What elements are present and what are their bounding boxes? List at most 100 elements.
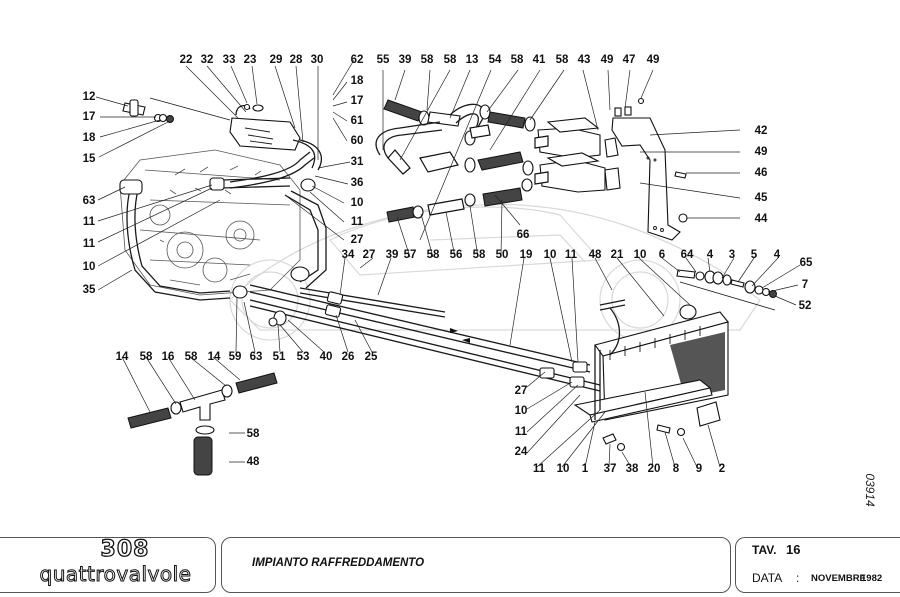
callout-30: 30 — [310, 54, 324, 66]
date-label: DATA — [752, 571, 783, 585]
callout-32: 32 — [200, 54, 214, 66]
callout-12: 12 — [82, 91, 96, 103]
heater-hoses-top — [375, 99, 536, 176]
callout-17: 17 — [350, 95, 364, 107]
callout-63: 63 — [249, 351, 263, 363]
callout-45: 45 — [754, 192, 768, 204]
callout-51: 51 — [272, 351, 286, 363]
leader-lines — [95, 59, 801, 468]
callout-10: 10 — [556, 463, 570, 475]
callout-2: 2 — [718, 463, 726, 475]
callout-62: 62 — [350, 54, 364, 66]
callout-27: 27 — [350, 234, 364, 246]
tav-label: TAV. — [752, 543, 777, 557]
callout-33: 33 — [222, 54, 236, 66]
small-fittings-center-left — [268, 310, 287, 327]
callout-58: 58 — [246, 428, 260, 440]
callout-60: 60 — [350, 135, 364, 147]
callout-48: 48 — [588, 249, 602, 261]
callout-55: 55 — [376, 54, 390, 66]
callout-43: 43 — [577, 54, 591, 66]
callout-10: 10 — [543, 249, 557, 261]
callout-17: 17 — [82, 111, 96, 123]
callout-13: 13 — [465, 54, 479, 66]
callout-56: 56 — [449, 249, 463, 261]
callout-5: 5 — [750, 249, 758, 261]
callout-11: 11 — [350, 216, 364, 228]
callout-14: 14 — [115, 351, 129, 363]
callout-11: 11 — [532, 463, 546, 475]
heater-valves — [534, 117, 621, 193]
callout-4: 4 — [706, 249, 714, 261]
cooling-system-exploded-diagram — [95, 59, 801, 476]
callout-27: 27 — [514, 385, 528, 397]
car-silhouette-background — [229, 203, 761, 341]
radiator-small-parts — [602, 401, 721, 452]
callout-31: 31 — [350, 156, 364, 168]
heater-hoses-middle — [386, 178, 533, 223]
date-separator: : — [796, 571, 800, 585]
valve-mounting-bracket — [611, 97, 688, 241]
callout-29: 29 — [269, 54, 283, 66]
callout-11: 11 — [82, 238, 96, 250]
callout-57: 57 — [403, 249, 417, 261]
callout-63: 63 — [82, 195, 96, 207]
callout-26: 26 — [341, 351, 355, 363]
callout-61: 61 — [350, 115, 364, 127]
callout-27: 27 — [362, 249, 376, 261]
callout-54: 54 — [488, 54, 502, 66]
model-number-logo: 308 — [100, 536, 150, 562]
callout-40: 40 — [319, 351, 333, 363]
t-piece-hose-assembly — [127, 372, 278, 476]
callout-64: 64 — [680, 249, 694, 261]
date-year: 1982 — [861, 573, 883, 584]
callout-11: 11 — [82, 216, 96, 228]
callout-39: 39 — [385, 249, 399, 261]
engine-block — [119, 149, 301, 296]
callout-8: 8 — [672, 463, 680, 475]
callout-20: 20 — [647, 463, 661, 475]
callout-23: 23 — [243, 54, 257, 66]
sheet-info-box — [735, 537, 900, 593]
callout-35: 35 — [82, 284, 96, 296]
callout-36: 36 — [350, 177, 364, 189]
callout-28: 28 — [289, 54, 303, 66]
callout-1: 1 — [581, 463, 589, 475]
callout-58: 58 — [472, 249, 486, 261]
callout-3: 3 — [728, 249, 736, 261]
callout-10: 10 — [514, 405, 528, 417]
callout-58: 58 — [139, 351, 153, 363]
callout-21: 21 — [610, 249, 624, 261]
catalog-number: 03914 — [863, 473, 877, 507]
callout-50: 50 — [495, 249, 509, 261]
callout-58: 58 — [184, 351, 198, 363]
tav-number: 16 — [786, 542, 801, 557]
loose-fittings-top-left — [122, 97, 231, 123]
callout-58: 58 — [443, 54, 457, 66]
callout-9: 9 — [695, 463, 703, 475]
callout-16: 16 — [161, 351, 175, 363]
callout-19: 19 — [519, 249, 533, 261]
callout-38: 38 — [625, 463, 639, 475]
callout-10: 10 — [82, 261, 96, 273]
callout-10: 10 — [633, 249, 647, 261]
callout-58: 58 — [555, 54, 569, 66]
callout-25: 25 — [364, 351, 378, 363]
callout-47: 47 — [622, 54, 636, 66]
callout-22: 22 — [179, 54, 193, 66]
callout-6: 6 — [658, 249, 666, 261]
callout-7: 7 — [801, 279, 809, 291]
title-box — [221, 537, 731, 593]
engine-hoses — [119, 139, 327, 301]
callout-14: 14 — [207, 351, 221, 363]
callout-18: 18 — [82, 132, 96, 144]
callout-58: 58 — [420, 54, 434, 66]
callout-24: 24 — [514, 446, 528, 458]
callout-42: 42 — [754, 125, 768, 137]
callout-39: 39 — [398, 54, 412, 66]
logo-box — [0, 537, 216, 593]
callout-52: 52 — [798, 300, 812, 312]
callout-41: 41 — [532, 54, 546, 66]
callout-10: 10 — [350, 197, 364, 209]
callout-49: 49 — [754, 146, 768, 158]
